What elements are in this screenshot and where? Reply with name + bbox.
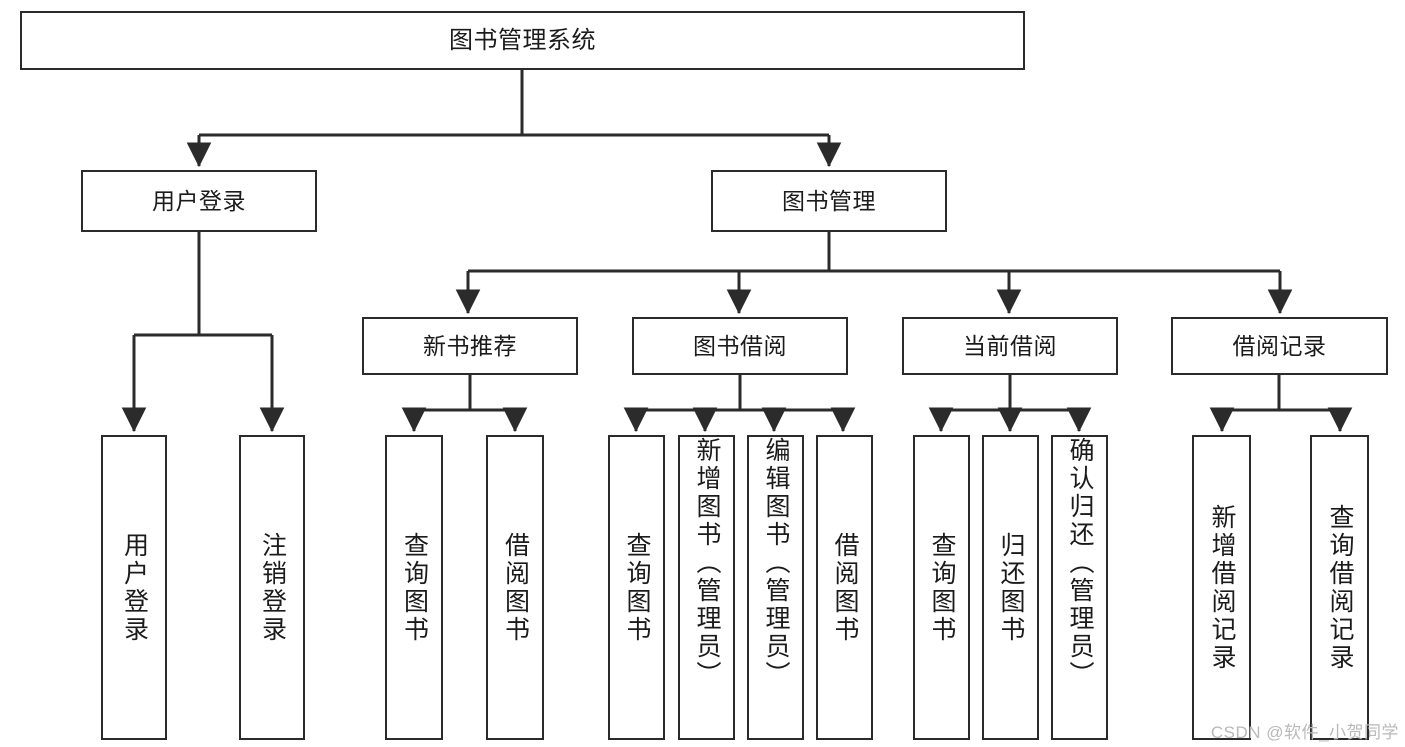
leaf-current-query-books[interactable]: 查询图书 xyxy=(913,435,970,740)
leaf-new-book-query-books[interactable]: 查询图书 xyxy=(385,435,443,740)
node-label: 用户登录 xyxy=(152,187,246,214)
node-label: 查询图书 xyxy=(623,531,651,644)
node-label: 新书推荐 xyxy=(423,332,517,359)
node-label: 确认归还（管理员） xyxy=(1066,437,1094,689)
leaf-new-book-borrow-books[interactable]: 借阅图书 xyxy=(486,435,544,740)
node-label: 新增图书（管理员） xyxy=(693,437,721,689)
node-label: 查询借阅记录 xyxy=(1326,503,1354,672)
leaf-records-add-borrow-record[interactable]: 新增借阅记录 xyxy=(1192,435,1251,740)
leaf-user-login-logout[interactable]: 注销登录 xyxy=(239,435,305,740)
node-label: 当前借阅 xyxy=(963,332,1057,359)
leaf-user-login-login[interactable]: 用户登录 xyxy=(101,435,167,740)
node-label: 图书管理 xyxy=(782,187,876,214)
leaf-borrow-edit-book-admin[interactable]: 编辑图书（管理员） xyxy=(747,435,804,740)
node-label: 借阅图书 xyxy=(831,531,859,644)
node-label: 借阅记录 xyxy=(1232,332,1327,359)
node-label: 图书借阅 xyxy=(693,332,787,359)
leaf-current-return-books[interactable]: 归还图书 xyxy=(982,435,1039,740)
node-label: 归还图书 xyxy=(997,531,1025,644)
node-label: 新增借阅记录 xyxy=(1208,503,1236,672)
node-label: 编辑图书（管理员） xyxy=(762,437,790,689)
node-label: 用户登录 xyxy=(120,531,149,644)
watermark: CSDN @软件_小贺同学 xyxy=(1210,723,1399,742)
node-borrow-records[interactable]: 借阅记录 xyxy=(1171,317,1388,375)
node-label: 注销登录 xyxy=(258,531,287,644)
node-label: 图书管理系统 xyxy=(449,26,596,54)
node-new-book-recommendation[interactable]: 新书推荐 xyxy=(362,317,578,375)
node-label: 查询图书 xyxy=(928,531,956,644)
node-book-borrowing[interactable]: 图书借阅 xyxy=(632,317,848,375)
leaf-borrow-add-book-admin[interactable]: 新增图书（管理员） xyxy=(678,435,735,740)
leaf-records-query-borrow-record[interactable]: 查询借阅记录 xyxy=(1310,435,1369,740)
node-book-management[interactable]: 图书管理 xyxy=(711,170,947,232)
leaf-borrow-borrow-books[interactable]: 借阅图书 xyxy=(816,435,873,740)
node-label: 借阅图书 xyxy=(501,531,530,644)
node-current-borrowing[interactable]: 当前借阅 xyxy=(902,317,1118,375)
leaf-current-confirm-return-admin[interactable]: 确认归还（管理员） xyxy=(1051,435,1108,740)
leaf-borrow-query-books[interactable]: 查询图书 xyxy=(608,435,665,740)
node-user-login[interactable]: 用户登录 xyxy=(81,170,317,232)
node-root-library-management-system[interactable]: 图书管理系统 xyxy=(20,11,1025,70)
node-label: 查询图书 xyxy=(400,531,429,644)
